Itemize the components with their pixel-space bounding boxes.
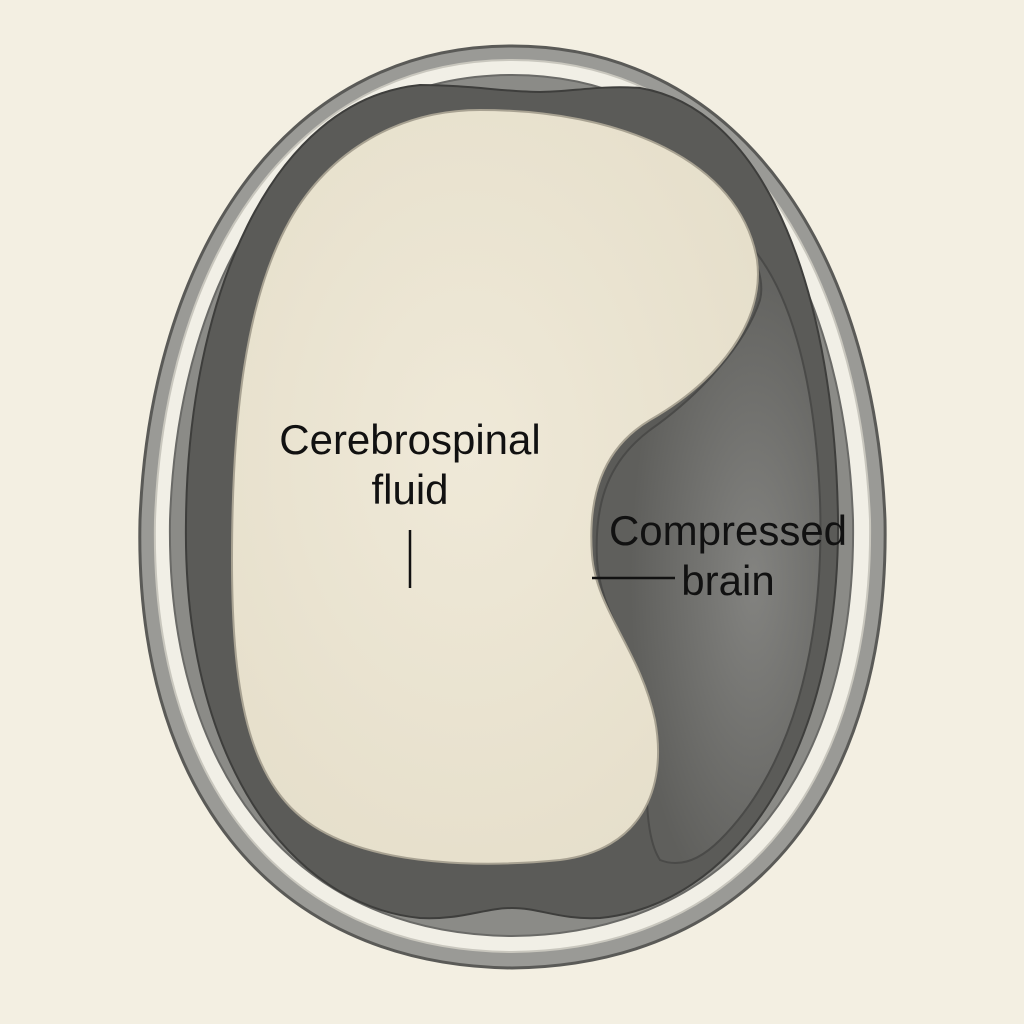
brain-label-line1: Compressed xyxy=(608,507,848,554)
csf-label: Cerebrospinal fluid xyxy=(250,415,570,516)
csf-label-line1: Cerebrospinal xyxy=(279,416,541,463)
brain-label: Compressed brain xyxy=(598,506,858,607)
csf-region xyxy=(230,108,759,865)
csf-label-line2: fluid xyxy=(371,466,449,514)
brain-label-line2: brain xyxy=(681,557,775,605)
